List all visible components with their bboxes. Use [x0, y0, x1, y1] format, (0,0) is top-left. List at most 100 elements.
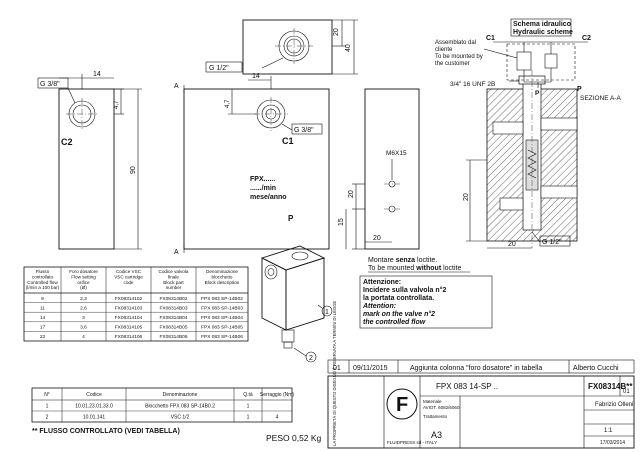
flow-table-cell: 2,3 [80, 296, 87, 302]
revision-number: 01 [333, 365, 341, 372]
port-p-label: P [288, 214, 294, 223]
loctite-en-prefix: To be mounted [368, 265, 416, 272]
loctite-en-suffix: loctite [441, 265, 461, 272]
flow-table-cell: 11 [40, 305, 45, 311]
material-label: Materiale [423, 399, 442, 404]
dim-left-47: 4,7 [114, 100, 120, 109]
balloon-2 [305, 351, 317, 363]
flow-table-cell: FX08314B05 [159, 325, 187, 331]
label-front-left-port: G 3/8" [40, 81, 60, 88]
scheme-title-en: Hydraulic scheme [513, 29, 573, 36]
flow-table-header-text: (Ø) [80, 285, 87, 290]
bom-header: Q.tà [243, 392, 253, 398]
flow-table-cell: FPX 083 SP-14B04 [201, 315, 243, 321]
loctite-en-bold: without [415, 265, 442, 272]
flow-table-cell: FX08314102 [115, 296, 143, 302]
flow-table-cell: FPX 083 SP-14B02 [201, 296, 243, 302]
bom-header: Denominazione [163, 392, 198, 398]
flow-table-header-text: Codice valvola [159, 269, 189, 274]
flow-table-header-text: code [124, 280, 134, 285]
engraving-line-2: ....../min [250, 185, 276, 192]
flow-table-cell: FX08314B02 [159, 296, 187, 302]
label-section-top-thread: 3/4" 16 UNF 2B [450, 81, 495, 88]
port-c2-label: C2 [61, 137, 73, 147]
isometric-view: 1 2 [260, 245, 333, 363]
section-title: SEZIONE A-A [580, 95, 621, 102]
company-name: FLUIDPRESS srl - ITALY [387, 440, 437, 445]
label-top-port: G 1/2" [209, 65, 229, 72]
flow-note: ** FLUSSO CONTROLLATO (VEDI TABELLA) [32, 428, 180, 435]
flow-table-cell: FPX 083 SP-14B05 [201, 325, 243, 331]
loctite-note: Montare senza loctite. To be mounted wit… [368, 257, 470, 273]
logo-letter: F [396, 394, 408, 416]
flow-table-cell: FPX 083 SP-14B03 [201, 305, 243, 311]
revision-author: Alberto Cucchi [573, 365, 619, 372]
attention-en-line-1: mark on the valve n°2 [363, 310, 435, 318]
dim-left-14: 14 [93, 71, 101, 78]
scheme-note-en-1: To be mounted by [435, 54, 483, 60]
side-view: M6X15 20 15 20 [338, 88, 420, 250]
front-view-middle: A A 14 4,7 G 3/8" C1 FPX...... ....../mi… [174, 73, 330, 256]
balloon-1 [321, 305, 333, 317]
scheme-title-it: Schema idraulico [513, 21, 571, 28]
dim-bottom-20a: 20 [373, 235, 381, 242]
flow-table-header-text: (l/min a 100 bar) [26, 285, 60, 290]
balloon-2-label: 2 [309, 355, 313, 362]
front-view-left: 14 4,7 90 G 3/8" C2 [37, 71, 142, 250]
engraving-line-1: FPX...... [250, 176, 275, 183]
flow-table-cell: 3,6 [80, 325, 87, 331]
bom-header: N° [44, 392, 50, 398]
bom-header: Serraggio (Nm) [260, 392, 295, 398]
flow-table-header-text: number [166, 285, 182, 290]
engraving-line-3: mese/anno [250, 194, 287, 201]
dim-section-20: 20 [463, 193, 470, 201]
sheet-number: 01 [623, 389, 630, 395]
label-mount-holes: M6X15 [386, 150, 407, 157]
flow-table-header-text: Flow setting [71, 274, 96, 279]
drawing-date: 17/03/2014 [600, 440, 625, 446]
bom-cell: 10.01.23.01.33.0 [75, 404, 113, 410]
flow-table-cell: FX08314B03 [159, 305, 187, 311]
flow-table-header-text: Flusso [36, 269, 50, 274]
drawn-by: Fabrizio Olleni [595, 402, 633, 408]
sheet-format: A3 [431, 430, 442, 440]
drawing-scale: 1:1 [604, 428, 613, 434]
part-title: FPX 083 14-SP .. [436, 382, 498, 391]
flow-table-header-text: VSC cartridge [114, 274, 143, 279]
dim-right-15: 15 [338, 218, 345, 226]
hydraulic-scheme: Schema idraulico Hydraulic scheme C1 C2 … [435, 18, 591, 97]
dim-bottom-20b: 20 [508, 241, 516, 248]
treatment-label: Trattamento [423, 414, 448, 419]
flow-table-cell: 2,6 [80, 305, 87, 311]
flow-table-header-text: blocchetto [212, 274, 233, 279]
label-section-bottom-port: G 1/2" [542, 239, 562, 246]
label-section-port: P [577, 86, 582, 93]
flow-table-cell: FX08314103 [115, 305, 143, 311]
flow-table-header-text: Denominazione [206, 269, 238, 274]
flow-table-cell: 22 [40, 334, 46, 340]
flow-table-cell: FPX 083 SP-14B06 [201, 334, 243, 340]
flow-table-header-text: orifice [77, 280, 90, 285]
bom-header: Codice [86, 392, 102, 398]
bom-cell: VSC 1/2 [171, 415, 190, 421]
bom-cell: Blocchetto FPX 083 SP-14B0.2 [145, 404, 215, 410]
dim-mid-47: 4,7 [225, 99, 231, 108]
weight-label: PESO 0,52 Kg [266, 433, 322, 443]
attention-it-line-1: Incidere sulla valvola n°2 [363, 286, 446, 294]
section-mark-top: A [174, 83, 179, 90]
flow-table-header-text: Block description [205, 280, 240, 285]
dim-top-40: 40 [345, 44, 352, 52]
flow-table-cell: 9 [41, 296, 44, 302]
bom-cell: 4 [276, 415, 279, 421]
loctite-note-it: Montare senza loctite. [368, 257, 437, 264]
flow-table-cell: 4 [82, 334, 85, 340]
flow-table-header-text: Block part [163, 280, 184, 285]
scheme-note-en-2: the customer [435, 61, 470, 67]
flow-table-header-text: controllato [32, 274, 54, 279]
flow-table-cell: 3 [82, 315, 85, 321]
revision-description: Aggiunta colonna "foro dosatore" in tabe… [410, 365, 542, 372]
top-view: 20 40 G 1/2" [205, 19, 358, 75]
loctite-it-suffix: loctite. [415, 257, 437, 264]
revision-block: 01 09/11/2015 Aggiunta colonna "foro dos… [327, 359, 635, 374]
